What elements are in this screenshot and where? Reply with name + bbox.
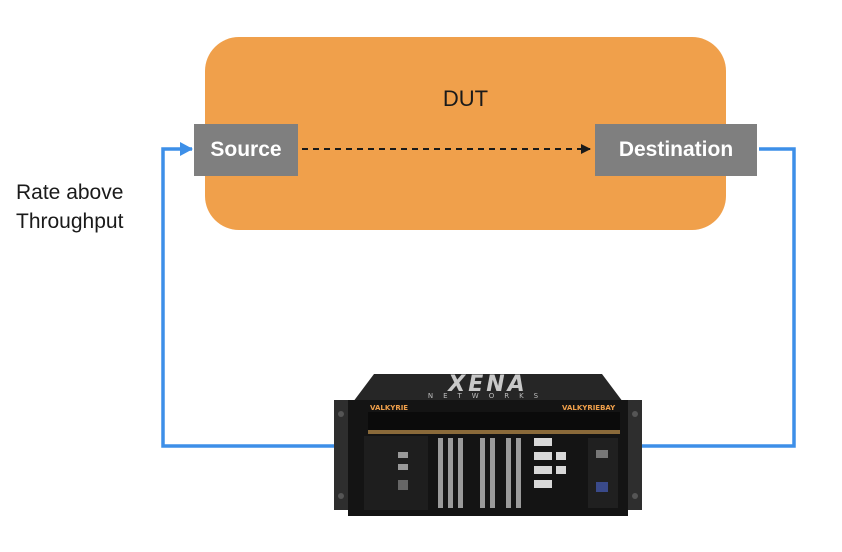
source-port: Source bbox=[194, 124, 298, 176]
xena-tester-chassis: XENA NETWORKS VALKYRIE VALKYRIEBAY bbox=[334, 372, 642, 518]
tester-brand: XENA bbox=[448, 372, 528, 397]
rate-annotation-line2: Throughput bbox=[16, 210, 124, 233]
destination-port-label: Destination bbox=[618, 138, 734, 161]
tester-chassis-illustration bbox=[334, 374, 642, 516]
rate-annotation-line1: Rate above bbox=[16, 181, 124, 204]
destination-to-tester-link bbox=[548, 147, 796, 453]
dut-label: DUT bbox=[442, 86, 489, 111]
tester-left-badge: VALKYRIE bbox=[370, 404, 409, 412]
destination-port: Destination bbox=[595, 124, 757, 176]
tester-right-badge: VALKYRIEBAY bbox=[562, 404, 616, 412]
rate-annotation: Rate above Throughput bbox=[16, 178, 176, 236]
tester-to-source-link bbox=[161, 142, 436, 448]
source-port-label: Source bbox=[210, 138, 282, 161]
tester-subtitle: NETWORKS bbox=[427, 392, 549, 400]
